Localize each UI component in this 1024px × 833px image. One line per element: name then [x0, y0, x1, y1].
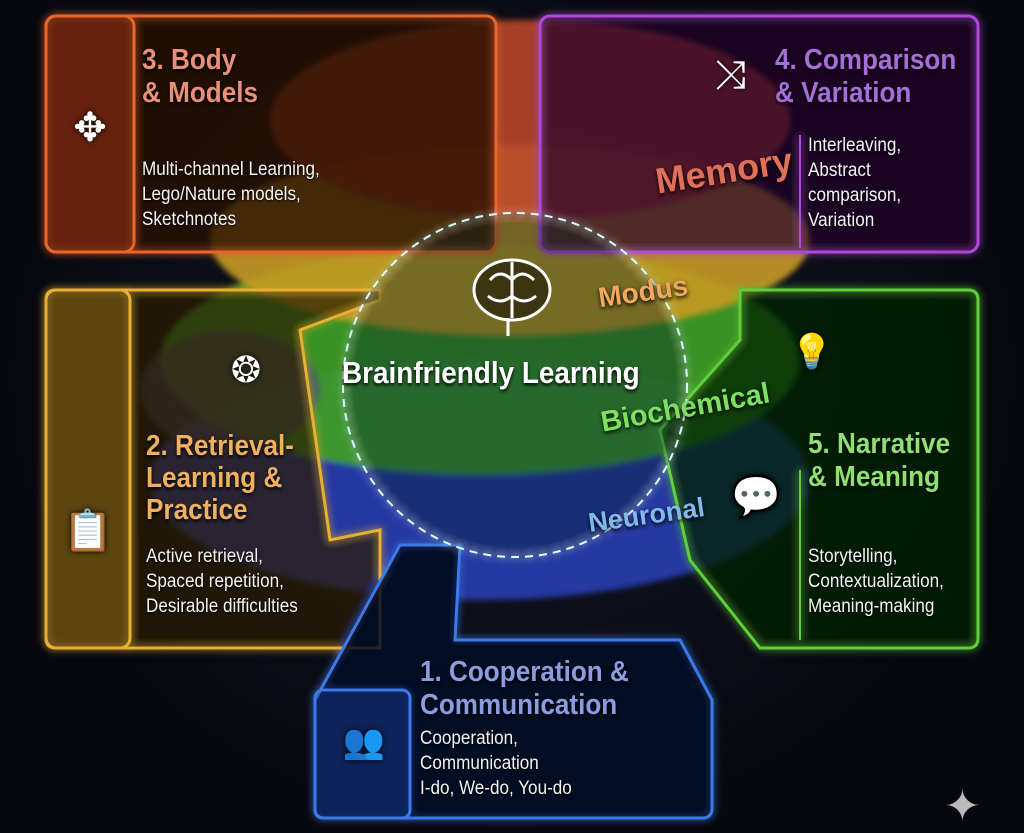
item: Abstract — [808, 160, 871, 181]
brain-network-icon: ❂ — [230, 349, 262, 390]
calendar-check-icon: 📋 — [63, 508, 113, 553]
comparison-title-1: 4. Comparison — [775, 44, 957, 76]
sparkle-icon: ✦ — [944, 782, 981, 831]
cooperation-items: Cooperation, Communication I-do, We-do, … — [420, 726, 572, 801]
item: I-do, We-do, You-do — [420, 778, 572, 799]
crossing-arrows-icon: ⤨ — [714, 52, 746, 97]
narrative-title-2: & Meaning — [808, 461, 940, 493]
item: Sketchnotes — [142, 209, 237, 230]
item: Spaced repetition, — [146, 571, 284, 592]
item: Lego/Nature models, — [142, 184, 301, 205]
item: Storytelling, — [808, 546, 898, 567]
body-movement-icon: ✥ — [73, 106, 107, 150]
retrieval-title-2: Learning & — [146, 462, 283, 494]
comparison-items: Interleaving, Abstract comparison, Varia… — [808, 133, 901, 233]
box-narrative — [658, 288, 980, 650]
item: Desirable difficulties — [146, 596, 298, 617]
box-comparison — [538, 14, 980, 254]
lightbulb-icon: 💡 — [790, 333, 834, 371]
body-models-items: Multi-channel Learning, Lego/Nature mode… — [142, 157, 320, 232]
item: Multi-channel Learning, — [142, 159, 320, 180]
cooperation-title-1: 1. Cooperation & — [420, 656, 629, 688]
item: Active retrieval, — [146, 546, 263, 567]
body-models-title-2: & Models — [142, 77, 259, 109]
item: Cooperation, — [420, 728, 518, 749]
item: comparison, — [808, 185, 902, 206]
item: Interleaving, — [808, 135, 902, 156]
item: Contextualization, — [808, 571, 944, 592]
item: Variation — [808, 210, 875, 231]
retrieval-title-1: 2. Retrieval- — [146, 430, 294, 462]
center-title: Brainfriendly Learning — [342, 355, 640, 390]
center-dashed-circle — [342, 212, 688, 558]
chat-bubbles-icon: 💬 — [731, 474, 781, 519]
item: Communication — [420, 753, 539, 774]
cooperation-title-2: Communication — [420, 689, 618, 721]
item: Meaning-making — [808, 596, 935, 617]
group-people-icon: 👥 — [342, 723, 386, 761]
comparison-title-2: & Variation — [775, 77, 912, 109]
narrative-items: Storytelling, Contextualization, Meaning… — [808, 544, 944, 619]
retrieval-title-3: Practice — [146, 494, 248, 526]
body-models-title-1: 3. Body — [142, 44, 237, 76]
narrative-title-1: 5. Narrative — [808, 428, 951, 460]
retrieval-items: Active retrieval, Spaced repetition, Des… — [146, 544, 298, 619]
center-brain-icon — [472, 258, 552, 336]
